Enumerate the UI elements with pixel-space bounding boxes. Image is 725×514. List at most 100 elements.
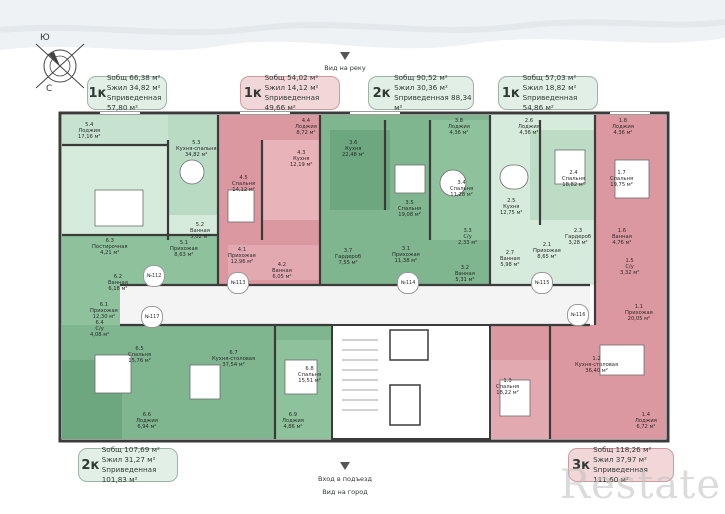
- room-name: С/у: [95, 326, 104, 332]
- room-id: 6.4: [95, 320, 104, 326]
- room-id: 5.3: [192, 140, 201, 146]
- room-id: 5.4: [85, 122, 94, 128]
- room-name: Кухня: [293, 156, 310, 162]
- room-area: 15,51 м²: [298, 378, 321, 384]
- room-area: 36,40 м²: [585, 368, 608, 374]
- room-name: Ванная: [500, 256, 520, 262]
- room-area: 4,36 м²: [519, 130, 539, 136]
- stair-core: [331, 324, 491, 440]
- room-name: Спальня: [610, 176, 634, 182]
- room-area: 3,28 м²: [568, 240, 588, 246]
- room-name: Кухня-столовая: [575, 362, 619, 368]
- room-name: Лоджия: [635, 418, 657, 424]
- room-name: Спальня: [562, 176, 586, 182]
- room-name: Лоджия: [518, 124, 540, 130]
- apartment-number-badge[interactable]: №117: [141, 306, 163, 328]
- apartment-number-badge[interactable]: №113: [227, 272, 249, 294]
- room-name: Кухня: [503, 204, 520, 210]
- room-area: 37,54 м²: [222, 362, 245, 368]
- elevator-1: [389, 329, 429, 361]
- room-area: 11,28 м²: [450, 192, 473, 198]
- room-name: Спальня: [298, 372, 322, 378]
- room-name: Прихожая: [392, 252, 420, 258]
- room-area: 12,19 м²: [290, 162, 313, 168]
- room-id: 6.3: [105, 238, 114, 244]
- room-id: 1.8: [618, 118, 628, 124]
- room-id: 3.1: [401, 246, 411, 252]
- card-rooms: 2к: [372, 85, 391, 101]
- room-name: Постирочная: [92, 244, 128, 250]
- view-entrance-label: Вход в подъезд: [317, 475, 372, 483]
- apartment-number-badge[interactable]: №112: [143, 265, 165, 287]
- room-area: 8,65 м²: [537, 254, 557, 260]
- elevator-2: [389, 384, 421, 426]
- card-rooms: 1к: [88, 85, 107, 101]
- room-area: 8,72 м²: [296, 130, 316, 136]
- room-area: 6,18 м²: [108, 286, 128, 292]
- room-name: Прихожая: [228, 253, 256, 259]
- room-id: 1.6: [617, 228, 627, 234]
- watermark: Restate: [560, 462, 721, 508]
- room-name: Ванная: [272, 268, 292, 274]
- room-id: 6.8: [305, 366, 314, 372]
- apartment-number-badge[interactable]: №114: [397, 272, 419, 294]
- apartment-number-badge[interactable]: №115: [531, 272, 553, 294]
- room-id: 1.1: [634, 304, 644, 310]
- room-id: 1.2: [592, 356, 601, 362]
- room-area: 22,48 м²: [342, 152, 365, 158]
- room-id: 3.6: [349, 140, 358, 146]
- room-area: 12,75 м²: [500, 210, 523, 216]
- room-id: 3.5: [405, 200, 414, 206]
- room-name: Спальня: [496, 384, 520, 390]
- room-area: 4,36 м²: [449, 130, 469, 136]
- apartment-number-badge[interactable]: №116: [567, 304, 589, 326]
- arrow-down-icon: [340, 462, 350, 470]
- room-id: 1.3: [503, 378, 512, 384]
- view-bottom-label: Вид на город: [322, 488, 368, 496]
- room-name: Спальня: [398, 206, 422, 212]
- inner-walls: [62, 115, 597, 439]
- furniture: [94, 149, 650, 417]
- room-name: Лоджия: [136, 418, 158, 424]
- room-area: 18,82 м²: [562, 182, 585, 188]
- room-id: 2.5: [507, 198, 516, 204]
- room-id: 4.1: [237, 247, 247, 253]
- view-top-label: Вид на реку: [324, 64, 366, 72]
- apartment-116[interactable]: [595, 115, 666, 325]
- room-area: 20,05 м²: [627, 316, 651, 322]
- room-id: 3.2: [460, 265, 470, 271]
- room-name: Гардероб: [335, 254, 362, 260]
- room-area: 5,31 м²: [455, 277, 475, 283]
- room-name: Спальня: [128, 352, 152, 358]
- room-id: 2.7: [505, 250, 515, 256]
